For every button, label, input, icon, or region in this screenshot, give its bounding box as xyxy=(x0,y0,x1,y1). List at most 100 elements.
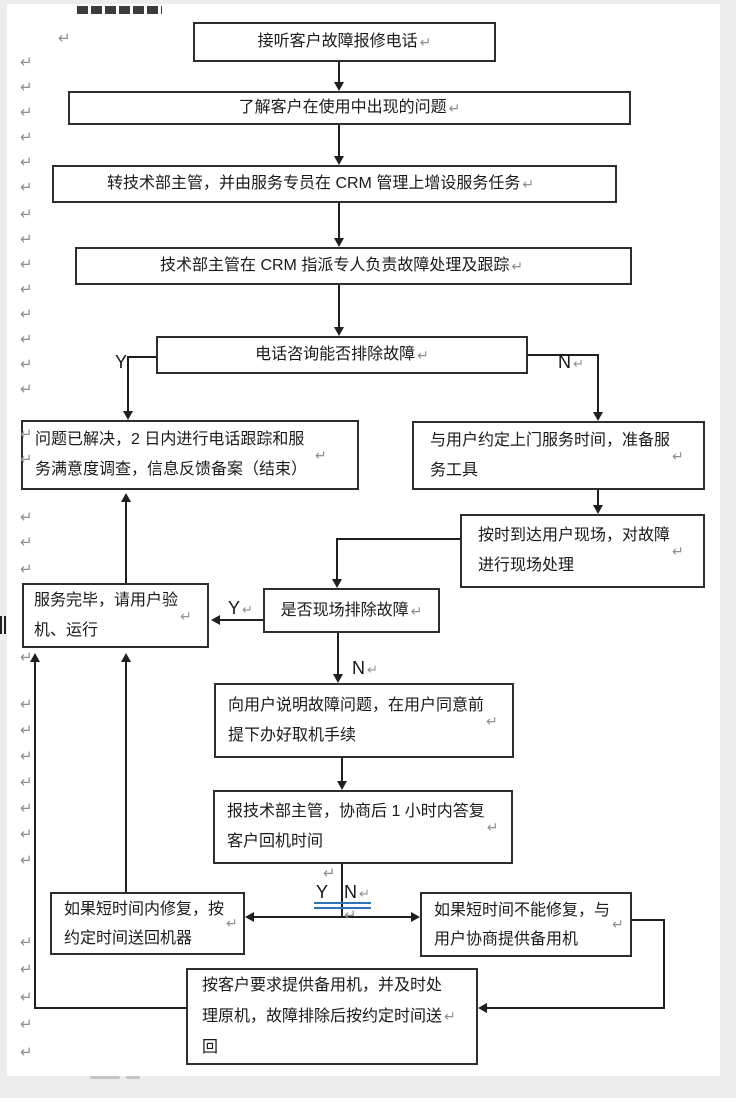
arrowhead xyxy=(478,1003,487,1013)
return-mark: ↵ xyxy=(612,916,624,932)
arrowhead xyxy=(334,327,344,336)
paragraph-mark: ↵ xyxy=(20,509,33,526)
paragraph-mark: ↵ xyxy=(20,534,33,551)
flow-box-explain-take-machine: 向用户说明故障问题，在用户同意前 提下办好取机手续↵ xyxy=(214,683,514,758)
return-mark: ↵ xyxy=(672,447,684,464)
paragraph-mark: ↵ xyxy=(20,748,33,765)
paragraph-mark: ↵ xyxy=(20,852,33,869)
flow-box-assign-crm: 技术部主管在 CRM 指派专人负责故障处理及跟踪↵ xyxy=(75,247,632,285)
connector-line xyxy=(338,125,340,157)
connector-line xyxy=(35,1007,186,1009)
flow-box-phone-resolve-decision: 电话咨询能否排除故障↵ xyxy=(156,336,528,374)
paragraph-mark: ↵ xyxy=(20,989,33,1006)
return-mark: ↵ xyxy=(315,447,327,463)
paragraph-mark: ↵ xyxy=(20,129,33,146)
return-mark: ↵ xyxy=(242,602,253,617)
paragraph-mark: ↵ xyxy=(20,426,33,443)
branch-label-yes: Y xyxy=(115,352,128,372)
paragraph-mark: ↵ xyxy=(20,256,33,273)
arrowhead xyxy=(334,238,344,247)
paragraph-mark: ↵ xyxy=(20,561,33,578)
page-bottom-smudge xyxy=(126,1076,140,1079)
spellcheck-underline xyxy=(314,902,371,909)
connector-line xyxy=(487,1007,665,1009)
paragraph-mark: ↵ xyxy=(20,104,33,121)
paragraph-mark: ↵ xyxy=(20,800,33,817)
paragraph-mark: ↵ xyxy=(20,54,33,71)
arrowhead xyxy=(334,82,344,91)
arrowhead xyxy=(121,653,131,662)
branch-label-no: N↵ xyxy=(558,352,584,372)
return-mark: ↵ xyxy=(180,607,192,624)
paragraph-mark: ↵ xyxy=(20,451,33,468)
paragraph-mark: ↵ xyxy=(344,907,357,924)
return-mark: ↵ xyxy=(448,100,461,116)
paragraph-mark: ↵ xyxy=(20,154,33,171)
flow-box-report-supervisor-reply: 报技术部主管，协商后 1 小时内答复 客户回机时间↵ xyxy=(213,790,513,864)
paragraph-mark: ↵ xyxy=(20,961,33,978)
paragraph-mark: ↵ xyxy=(323,865,336,882)
return-mark: ↵ xyxy=(573,356,584,371)
paragraph-mark: ↵ xyxy=(20,331,33,348)
return-mark: ↵ xyxy=(410,602,423,619)
paragraph-mark: ↵ xyxy=(20,934,33,951)
flow-box-provide-backup-handle: 按客户要求提供备用机，并及时处 理原机，故障排除后按约定时间送 回↵ xyxy=(186,968,478,1065)
paragraph-mark: ↵ xyxy=(20,306,33,323)
arrowhead xyxy=(123,411,133,420)
paragraph-mark: ↵ xyxy=(20,826,33,843)
paragraph-mark: ↵ xyxy=(20,1044,33,1061)
arrowhead xyxy=(332,579,342,588)
connector-line xyxy=(528,354,598,356)
flow-box-arrive-onsite: 按时到达用户现场，对故障 进行现场处理↵ xyxy=(460,514,705,588)
page-bottom-smudge xyxy=(90,1076,120,1079)
connector-line xyxy=(663,919,665,1009)
connector-line xyxy=(341,864,343,918)
paragraph-mark: ↵ xyxy=(20,206,33,223)
arrowhead xyxy=(411,912,420,922)
connector-line xyxy=(336,538,338,580)
paragraph-mark: ↵ xyxy=(20,356,33,373)
arrowhead xyxy=(334,156,344,165)
connector-line xyxy=(341,758,343,782)
connector-line xyxy=(253,916,412,918)
branch-label-yes: Y↵ xyxy=(228,598,253,618)
return-mark: ↵ xyxy=(226,915,238,931)
flow-box-receive-call: 接听客户故障报修电话↵ xyxy=(193,22,496,62)
paragraph-mark: ↵ xyxy=(58,30,71,47)
arrowhead xyxy=(593,412,603,421)
return-mark: ↵ xyxy=(511,258,524,274)
connector-line xyxy=(125,661,127,892)
return-mark: ↵ xyxy=(486,819,499,835)
connector-line xyxy=(337,633,339,675)
paragraph-mark: ↵ xyxy=(20,179,33,196)
return-mark: ↵ xyxy=(444,1008,456,1024)
paragraph-mark: ↵ xyxy=(20,79,33,96)
flow-box-short-repair-return: 如果短时间内修复，按 约定时间送回机器↵ xyxy=(50,892,245,955)
arrowhead xyxy=(211,615,220,625)
connector-line xyxy=(597,354,599,413)
return-mark: ↵ xyxy=(672,543,684,559)
branch-label-no: N↵ xyxy=(352,658,378,678)
connector-line xyxy=(338,203,340,239)
paragraph-mark: ↵ xyxy=(20,722,33,739)
return-mark: ↵ xyxy=(419,34,432,50)
arrowhead xyxy=(121,493,131,502)
arrowhead xyxy=(245,912,254,922)
branch-label-yes: Y xyxy=(316,882,329,902)
return-mark: ↵ xyxy=(367,662,378,677)
connector-line xyxy=(34,661,36,1009)
connector-line xyxy=(219,619,263,621)
return-mark: ↵ xyxy=(522,176,535,192)
connector-line xyxy=(128,356,156,358)
flow-box-service-complete-verify: 服务完毕，请用户验 机、运行↵ xyxy=(22,583,209,648)
clipped-title-fragment xyxy=(77,6,162,14)
return-mark: ↵ xyxy=(486,712,498,729)
connector-line xyxy=(125,501,127,583)
paragraph-mark: ↵ xyxy=(20,774,33,791)
arrowhead xyxy=(593,505,603,514)
connector-line xyxy=(597,490,599,506)
flow-box-understand-issue: 了解客户在使用中出现的问题↵ xyxy=(68,91,631,125)
paragraph-mark: ↵ xyxy=(20,696,33,713)
branch-label-no: N↵ xyxy=(344,882,370,902)
